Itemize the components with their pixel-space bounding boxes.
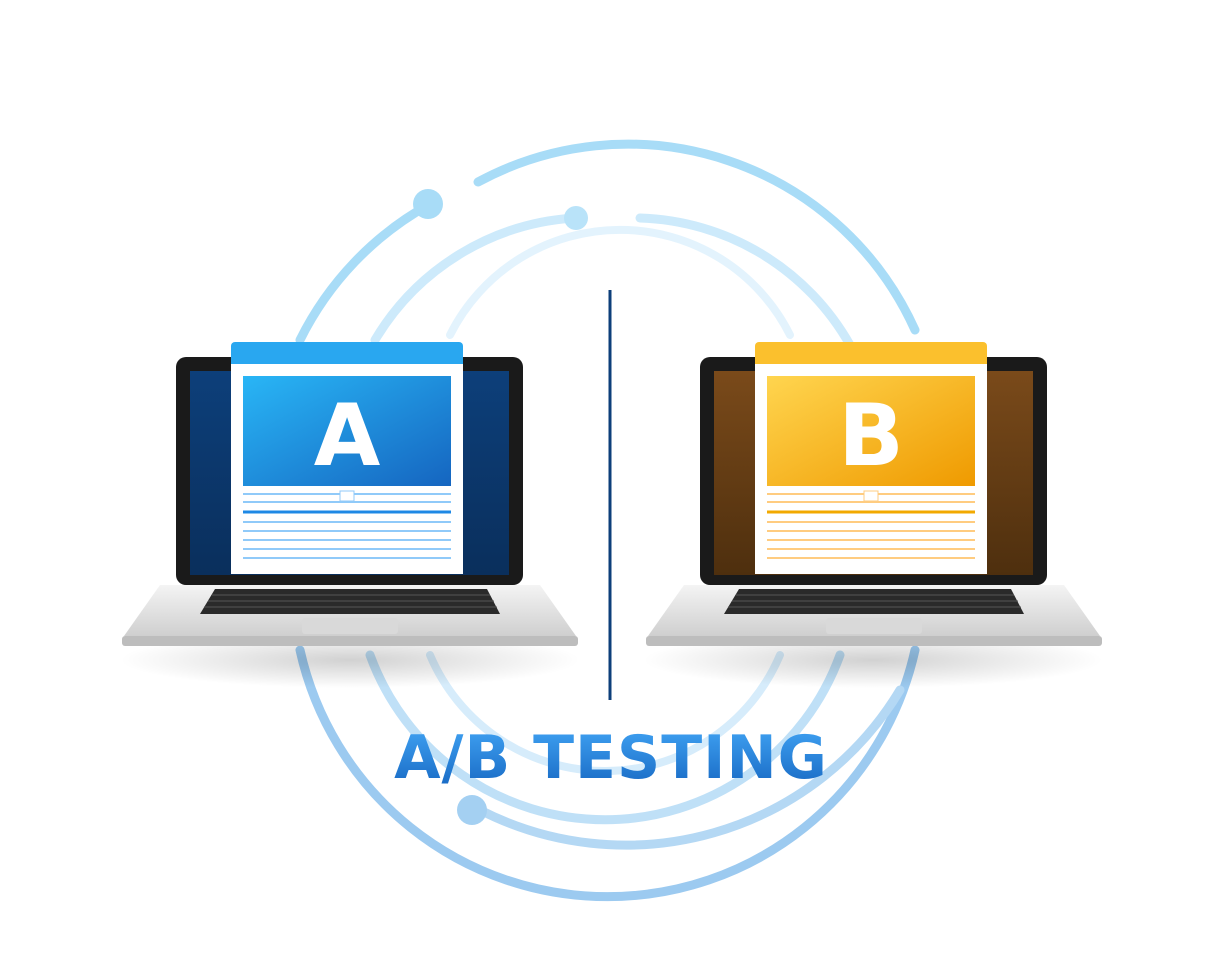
middle-ring-arc-top: [635, 213, 855, 350]
variant-a-doc-tab: [231, 342, 463, 370]
circular-arrows-icon: [295, 139, 920, 902]
variant-b-doc-tab: [755, 342, 987, 370]
laptop-a-base-front: [122, 636, 578, 646]
middle-ring-arc-bottom: [365, 650, 845, 825]
variant-b-letter: B: [838, 386, 904, 486]
ring-dot-left: [413, 189, 443, 219]
bottom-ring-arc: [475, 685, 905, 850]
laptop-b-keys: [728, 594, 1021, 608]
outer-ring-arc-bottom: [295, 645, 920, 902]
inner-ring-arc-top: [446, 225, 794, 339]
laptop-a-keys: [204, 594, 497, 608]
variant-a-letter: A: [314, 386, 381, 486]
outer-ring-arc-left: [295, 199, 435, 345]
laptop-icon: [643, 342, 1103, 688]
variant-b-doc-marker: [863, 490, 879, 502]
inner-ring-arc-bottom: [426, 651, 784, 775]
laptop-b-touchpad: [826, 618, 922, 634]
ring-dot-bottom: [457, 795, 487, 825]
ring-dot-middle: [564, 206, 588, 230]
variant-a-doc-marker: [339, 490, 355, 502]
laptop-b-base-front: [646, 636, 1102, 646]
headline: A/B TESTING: [394, 723, 828, 793]
variant-b-header: [767, 376, 975, 486]
variant-b-text-lines: [767, 493, 975, 559]
variant-a-header: [243, 376, 451, 486]
laptop-icon: [120, 342, 580, 688]
middle-ring-arc-left: [370, 213, 580, 345]
laptop-a-touchpad: [302, 618, 398, 634]
outer-ring-arc-top: [473, 139, 920, 335]
